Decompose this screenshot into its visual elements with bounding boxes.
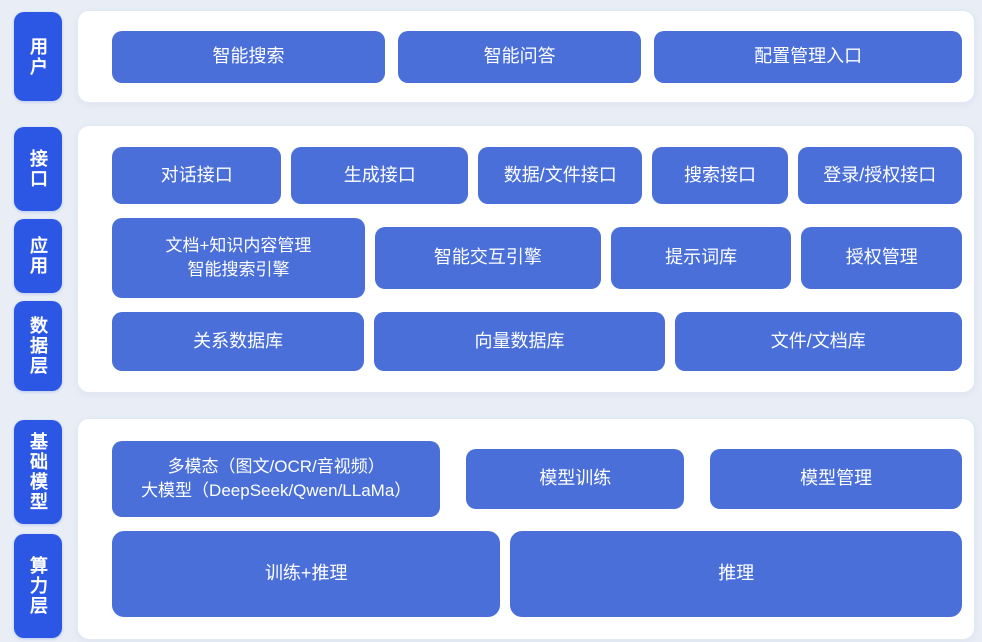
node-multimodal-llm: 多模态（图文/OCR/音视频） 大模型（DeepSeek/Qwen/LLaMa）: [112, 441, 441, 517]
section-user: 用户 智能搜索 智能问答 配置管理入口: [14, 10, 975, 103]
node-config-management-entry: 配置管理入口: [654, 30, 963, 83]
layer-label-data: 数据层: [14, 301, 62, 391]
node-login-auth-api: 登录/授权接口: [797, 147, 963, 204]
node-generation-api: 生成接口: [291, 147, 468, 204]
panel-interface-app-data: 对话接口 生成接口 数据/文件接口 搜索接口 登录/授权接口 文档+知识内容管理…: [77, 125, 975, 393]
node-interactive-engine: 智能交互引擎: [374, 227, 601, 289]
node-model-management: 模型管理: [710, 449, 962, 509]
node-search-api: 搜索接口: [652, 147, 788, 204]
section-model-compute: 基础模型 算力层 多模态（图文/OCR/音视频） 大模型（DeepSeek/Qw…: [14, 418, 975, 640]
row-user-entries: 智能搜索 智能问答 配置管理入口: [112, 30, 963, 83]
section-interface-app-data: 接口 应用 数据层 对话接口 生成接口 数据/文件接口 搜索接口 登录/授权接口…: [14, 125, 975, 393]
layer-label-foundation-model: 基础模型: [14, 420, 62, 524]
node-inference: 推理: [510, 531, 962, 617]
label-col-interface-app-data: 接口 应用 数据层: [14, 125, 62, 393]
row-interfaces: 对话接口 生成接口 数据/文件接口 搜索接口 登录/授权接口: [112, 147, 963, 204]
row-applications: 文档+知识内容管理 智能搜索引擎 智能交互引擎 提示词库 授权管理: [112, 218, 962, 298]
node-training-inference: 训练+推理: [112, 531, 501, 617]
layer-label-compute: 算力层: [14, 534, 62, 638]
node-doc-knowledge-search-engine: 文档+知识内容管理 智能搜索引擎: [112, 218, 365, 298]
node-multimodal-llm-line1: 多模态（图文/OCR/音视频）: [167, 457, 385, 477]
node-authorization-management: 授权管理: [801, 227, 962, 289]
layer-label-interface: 接口: [14, 127, 62, 211]
layer-label-user: 用户: [14, 12, 62, 101]
node-doc-knowledge-line2: 智能搜索引擎: [187, 260, 290, 279]
node-vector-db: 向量数据库: [374, 312, 665, 371]
row-compute: 训练+推理 推理: [112, 531, 962, 617]
label-col-model-compute: 基础模型 算力层: [14, 418, 62, 640]
panel-model-compute: 多模态（图文/OCR/音视频） 大模型（DeepSeek/Qwen/LLaMa）…: [77, 418, 975, 640]
node-prompt-library: 提示词库: [610, 227, 792, 289]
panel-user: 智能搜索 智能问答 配置管理入口: [77, 10, 975, 103]
node-multimodal-llm-line2: 大模型（DeepSeek/Qwen/LLaMa）: [141, 481, 412, 500]
row-data-stores: 关系数据库 向量数据库 文件/文档库: [112, 312, 962, 371]
node-dialog-api: 对话接口: [112, 147, 282, 204]
node-smart-search: 智能搜索: [112, 30, 386, 83]
row-foundation-models: 多模态（图文/OCR/音视频） 大模型（DeepSeek/Qwen/LLaMa）…: [112, 441, 962, 517]
label-col-user: 用户: [14, 10, 62, 103]
node-file-doc-store: 文件/文档库: [674, 312, 962, 371]
node-smart-qa: 智能问答: [398, 30, 642, 83]
layer-label-application: 应用: [14, 219, 62, 293]
node-model-training: 模型训练: [466, 449, 685, 509]
node-relational-db: 关系数据库: [112, 312, 365, 371]
node-data-file-api: 数据/文件接口: [478, 147, 643, 204]
node-doc-knowledge-line1: 文档+知识内容管理: [165, 236, 312, 256]
